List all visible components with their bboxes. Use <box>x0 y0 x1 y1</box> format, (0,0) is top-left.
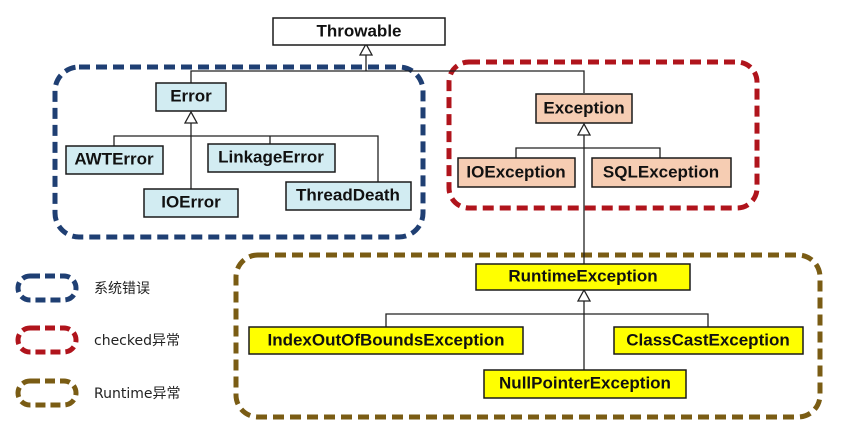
node-sql-exception-label: SQLException <box>603 162 719 181</box>
node-runtime-exception-label: RuntimeException <box>508 266 657 285</box>
node-awt-error: AWTError <box>65 145 164 175</box>
node-sql-exception: SQLException <box>591 157 732 188</box>
arrow-throwable <box>358 42 374 56</box>
node-awt-error-label: AWTError <box>74 149 154 168</box>
node-throwable: Throwable <box>272 17 446 46</box>
node-error-label: Error <box>170 86 212 105</box>
connector-throwable <box>190 70 585 93</box>
connector-runtime-bar <box>385 313 709 327</box>
system-error-group <box>52 64 426 240</box>
node-class-cast-exception-label: ClassCastException <box>626 330 789 349</box>
legend: 系统错误 checked异常 Runtime异常 <box>15 273 180 408</box>
runtime-exception-group <box>233 252 823 420</box>
legend-label-checked: checked异常 <box>94 333 180 349</box>
node-index-out-of-bounds-exception: IndexOutOfBoundsException <box>248 326 524 355</box>
node-exception-label: Exception <box>543 98 624 117</box>
node-io-error-label: IOError <box>161 192 221 211</box>
node-io-error: IOError <box>143 188 239 218</box>
checked-exception-group <box>446 59 760 211</box>
arrow-runtime <box>576 288 592 302</box>
node-class-cast-exception: ClassCastException <box>613 326 804 355</box>
node-null-pointer-exception: NullPointerException <box>483 369 687 399</box>
node-thread-death-label: ThreadDeath <box>296 185 400 204</box>
legend-label-system-error: 系统错误 <box>94 281 150 297</box>
node-io-exception: IOException <box>457 157 576 188</box>
connector-exception-bar <box>515 147 661 160</box>
node-linkage-error-label: LinkageError <box>218 147 324 166</box>
node-error: Error <box>155 82 227 112</box>
legend-swatch-checked <box>15 325 79 355</box>
legend-swatch-system-error <box>15 273 79 303</box>
node-null-pointer-exception-label: NullPointerException <box>499 373 671 392</box>
connectors <box>113 42 709 372</box>
connector-error-bar <box>113 135 379 186</box>
arrow-exception <box>576 122 592 136</box>
legend-swatch-runtime <box>15 378 79 408</box>
node-thread-death: ThreadDeath <box>285 181 412 211</box>
node-throwable-label: Throwable <box>316 21 401 40</box>
node-index-out-of-bounds-exception-label: IndexOutOfBoundsException <box>267 330 504 349</box>
node-io-exception-label: IOException <box>466 162 565 181</box>
arrow-error <box>183 110 199 124</box>
node-runtime-exception: RuntimeException <box>475 263 691 291</box>
legend-label-runtime: Runtime异常 <box>94 386 180 402</box>
node-exception: Exception <box>535 93 633 124</box>
node-linkage-error: LinkageError <box>207 143 336 173</box>
